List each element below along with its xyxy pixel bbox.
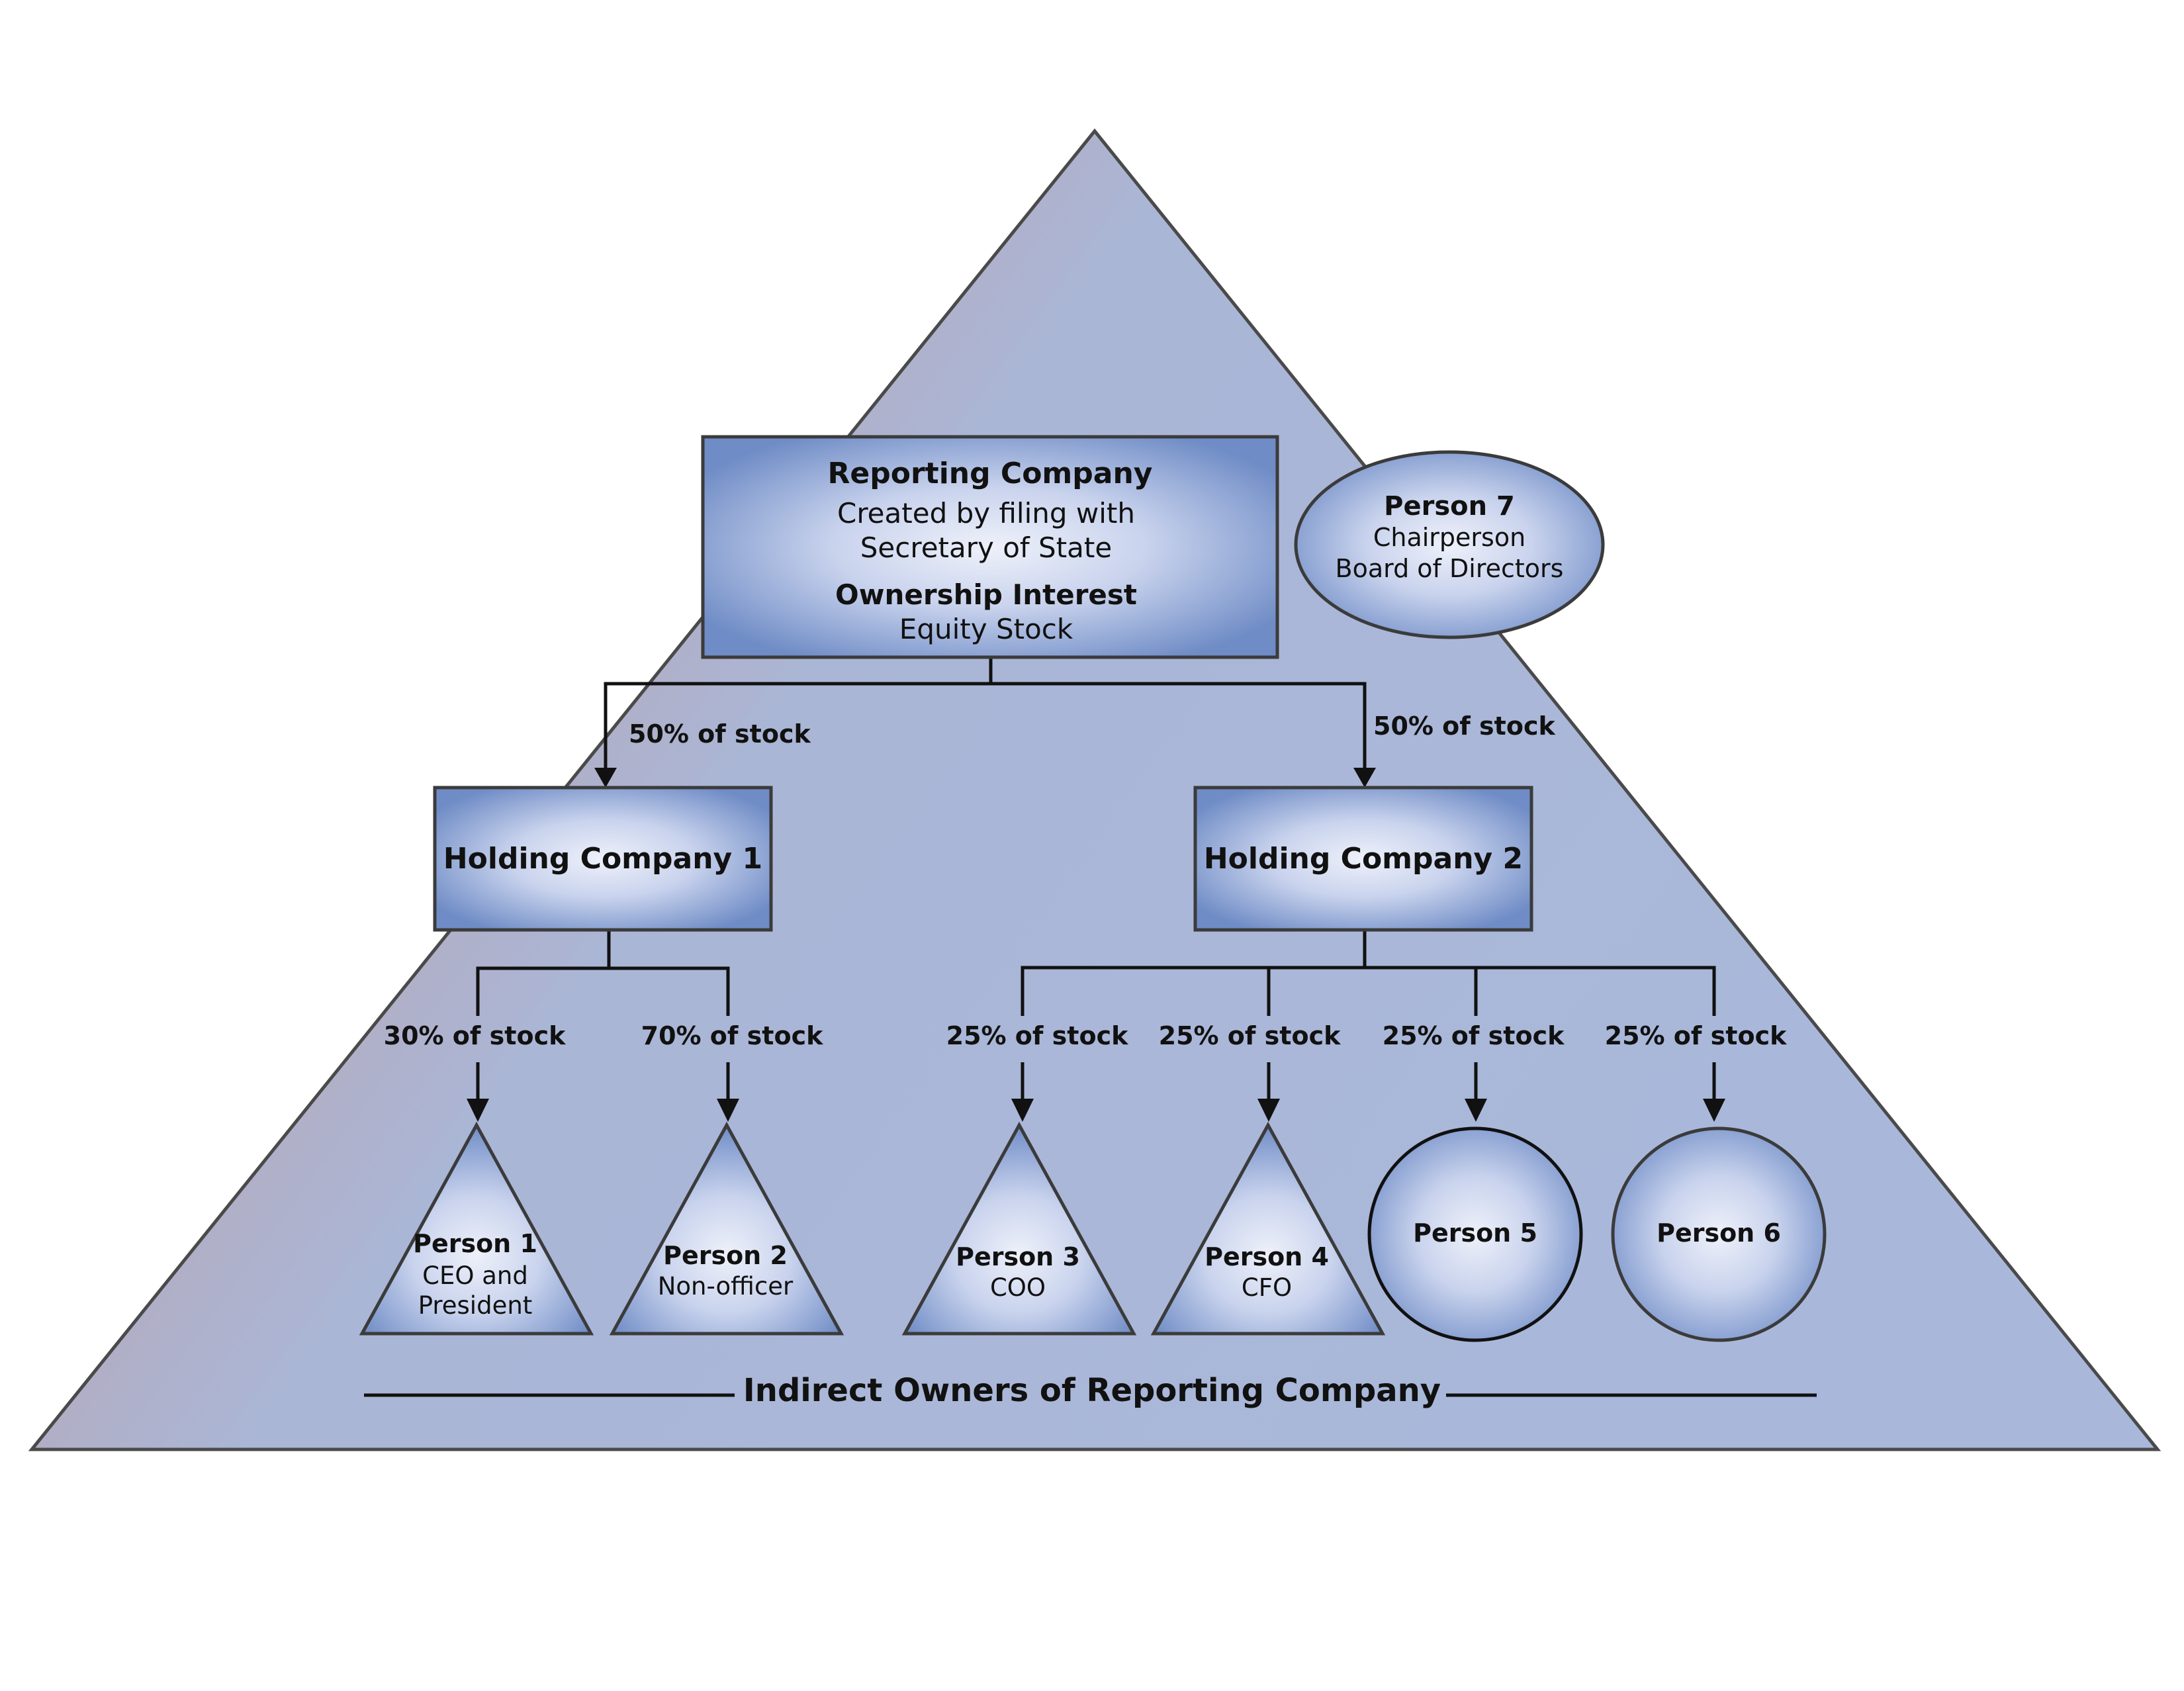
person-6-node: Person 6 (1611, 1126, 1827, 1342)
edge-label-person-2: 70% of stock (641, 1021, 823, 1050)
holding-company-1-node: Holding Company 1 (433, 786, 773, 932)
person-6-name: Person 6 (1657, 1218, 1781, 1248)
reporting-company-line1: Created by filing with (837, 497, 1135, 529)
person-7-role2: Board of Directors (1336, 554, 1564, 583)
reporting-company-line2: Secretary of State (860, 531, 1112, 564)
person-3-name: Person 3 (956, 1242, 1080, 1271)
footer-label: Indirect Owners of Reporting Company (743, 1372, 1441, 1409)
pyramid-background (28, 128, 2161, 1451)
person-4-role1: CFO (1242, 1273, 1292, 1302)
person-7-name: Person 7 (1384, 491, 1515, 522)
person-4-node: Person 4 CFO (1150, 1121, 1386, 1336)
person-4-name: Person 4 (1205, 1242, 1329, 1271)
person-3-node: Person 3 COO (901, 1121, 1137, 1336)
person-2-name: Person 2 (663, 1241, 788, 1270)
reporting-company-node: Reporting Company Created by filing with… (701, 435, 1279, 659)
ownership-interest-value: Equity Stock (899, 613, 1073, 645)
arrowheads (467, 768, 1725, 1122)
reporting-company-title: Reporting Company (828, 457, 1153, 490)
edge-label-person-4: 25% of stock (1159, 1021, 1341, 1050)
indirect-owners-footer: Indirect Owners of Reporting Company (364, 1372, 1817, 1409)
edge-label-person-5: 25% of stock (1383, 1021, 1565, 1050)
holding-company-1-name: Holding Company 1 (443, 842, 762, 876)
holding-company-2-name: Holding Company 2 (1204, 842, 1523, 876)
person-3-role1: COO (990, 1273, 1046, 1302)
person-5-name: Person 5 (1413, 1218, 1537, 1248)
person-7-role1: Chairperson (1373, 523, 1525, 552)
edge-label-person-1: 30% of stock (384, 1021, 566, 1050)
edge-label-holding-1: 50% of stock (629, 719, 811, 749)
person-2-node: Person 2 Non-officer (609, 1121, 844, 1336)
person-1-role2: President (418, 1291, 533, 1320)
edge-label-person-3: 25% of stock (946, 1021, 1128, 1050)
ownership-interest-title: Ownership Interest (835, 578, 1137, 611)
person-1-role1: CEO and (422, 1261, 528, 1290)
connectors (476, 659, 1716, 1099)
person-edge-labels: 30% of stock 70% of stock 25% of stock 2… (384, 1021, 1787, 1050)
edge-label-person-6: 25% of stock (1605, 1021, 1787, 1050)
person-1-name: Person 1 (413, 1229, 537, 1258)
person-7-node: Person 7 Chairperson Board of Directors (1294, 450, 1605, 639)
person-1-node: Person 1 CEO and President (359, 1121, 594, 1336)
edge-label-holding-2: 50% of stock (1373, 711, 1555, 741)
holding-company-2-node: Holding Company 2 (1193, 786, 1533, 932)
person-2-role1: Non-officer (658, 1272, 794, 1301)
person-5-node: Person 5 (1367, 1126, 1583, 1342)
